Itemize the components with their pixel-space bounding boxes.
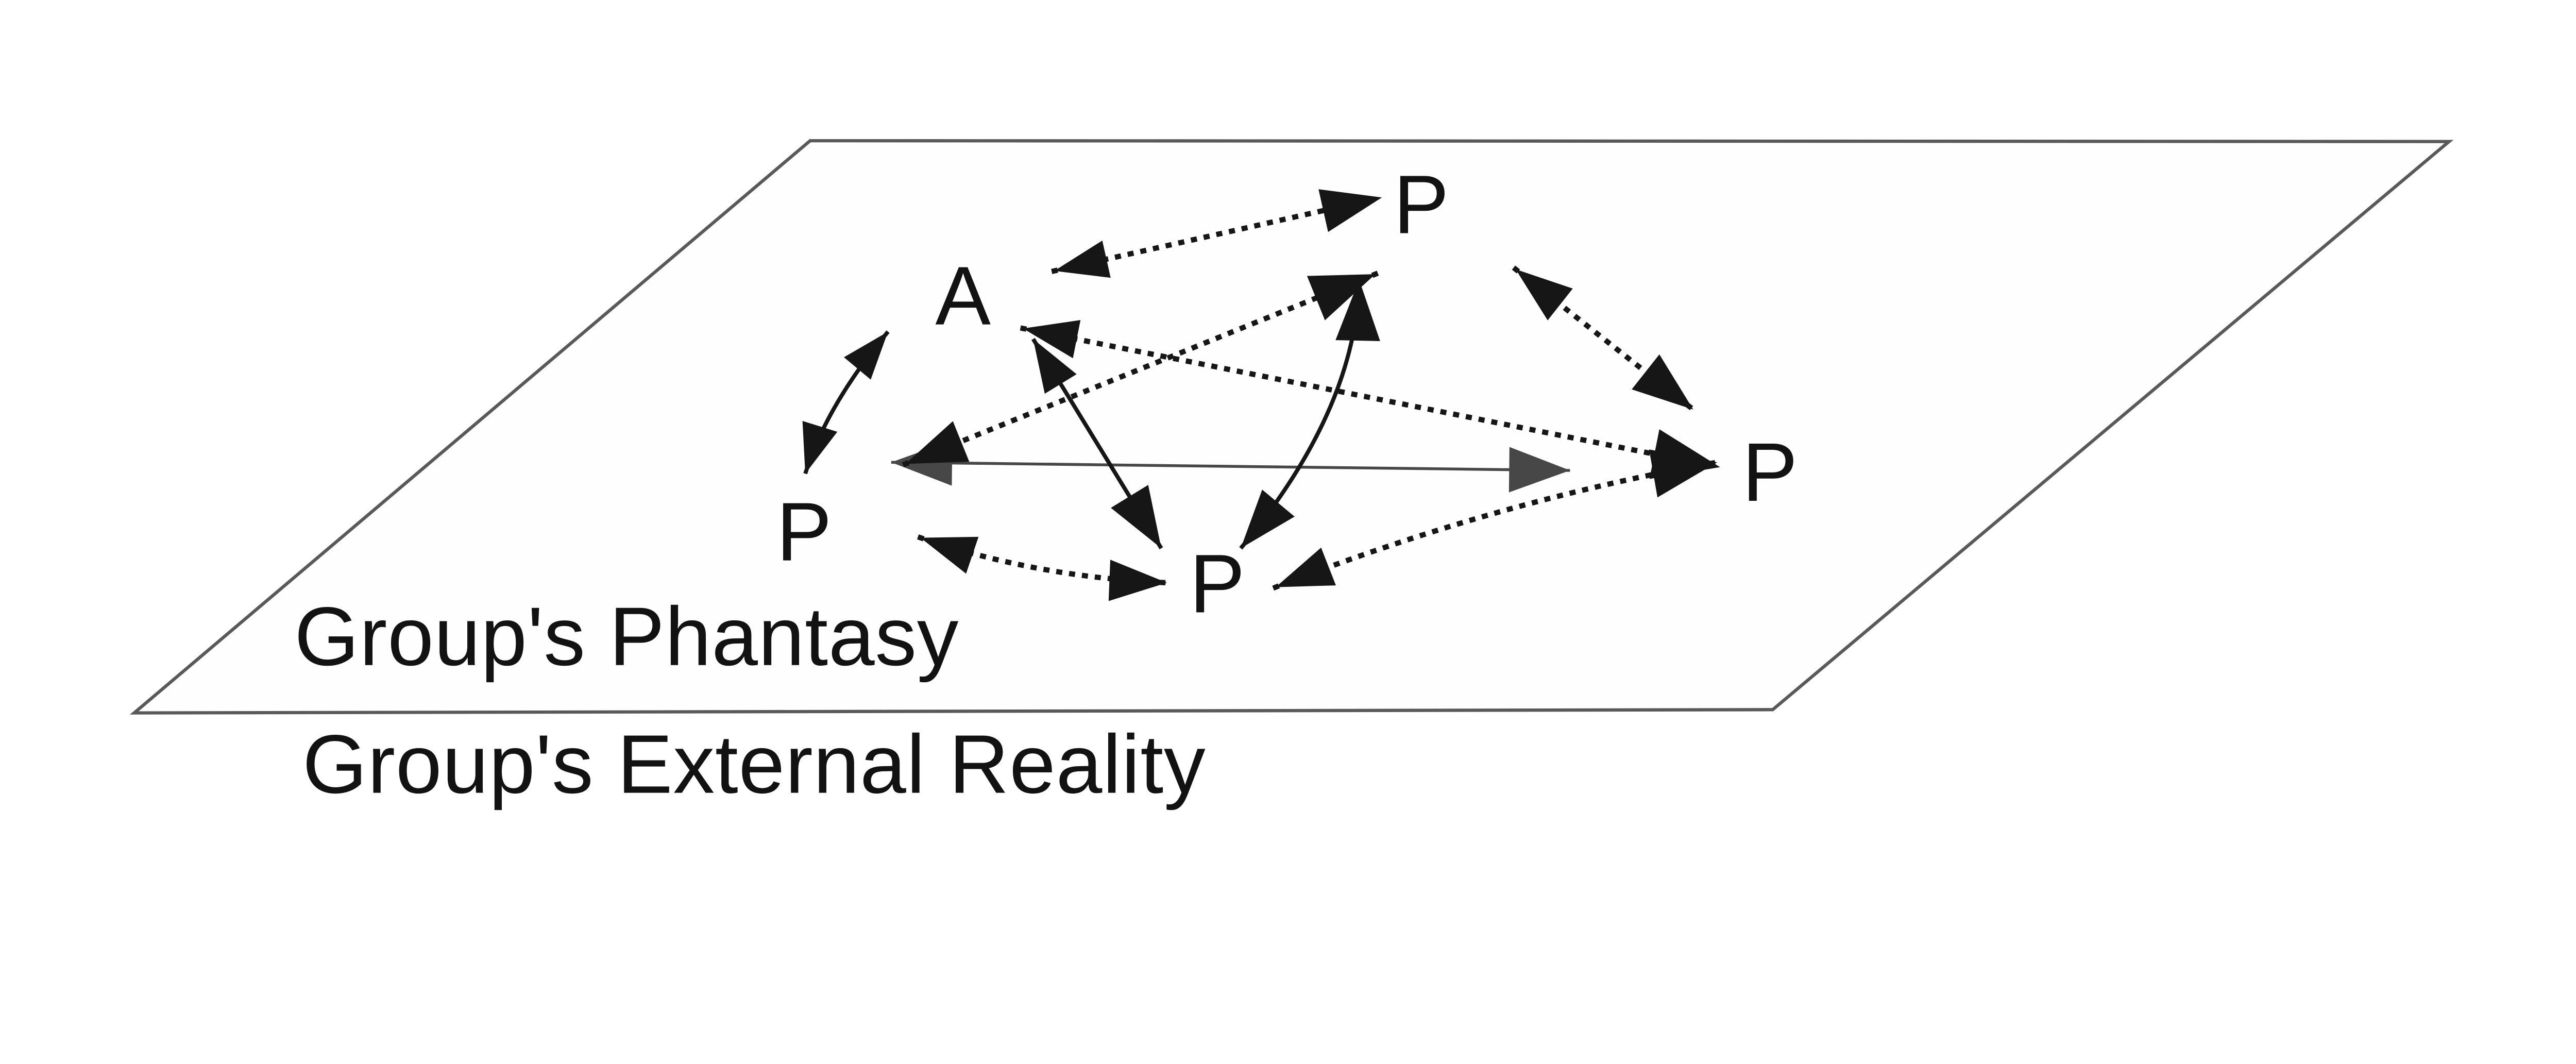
caption-group-external-reality: Group's External Reality (302, 718, 1206, 811)
arrowhead (905, 421, 970, 464)
edge-A-P-right (1020, 325, 1723, 470)
arrowhead (1318, 189, 1382, 232)
arrowhead (1241, 489, 1295, 549)
arrowhead (1033, 339, 1077, 394)
arrowhead (844, 331, 888, 380)
diagram-canvas: A P P P P Group's Phantasy Group's External … (129, 139, 2454, 811)
arrowhead (920, 536, 979, 574)
edge-P-left-P-right (891, 461, 1570, 472)
arrowhead (1649, 449, 1718, 498)
edge-P-bottom-P-right (1272, 459, 1720, 591)
arrowhead (1111, 485, 1162, 549)
node-label-P-top: P (1394, 159, 1449, 251)
arrowhead (802, 421, 838, 474)
node-label-P-left: P (776, 486, 832, 579)
arrowhead (1515, 269, 1573, 320)
node-label-P-bottom: P (1190, 537, 1245, 630)
arrowhead (1108, 560, 1167, 601)
arrowhead (1054, 240, 1111, 278)
edges-layer (802, 189, 1723, 601)
group-phantasy-diagram: A P P P P Group's Phantasy Group's External … (129, 139, 2454, 811)
arrowhead (1632, 354, 1693, 410)
arrowhead (1335, 280, 1380, 342)
node-label-A: A (935, 250, 991, 343)
arrowhead (1509, 447, 1570, 493)
arrowhead (1023, 320, 1081, 359)
caption-group-phantasy: Group's Phantasy (294, 590, 959, 683)
node-label-P-right: P (1742, 426, 1798, 519)
nodes-layer: A P P P P (776, 159, 1798, 631)
edge-A-P-top (1051, 194, 1385, 274)
phantasy-plane-outline (129, 139, 2454, 715)
arrowhead (1275, 547, 1336, 587)
